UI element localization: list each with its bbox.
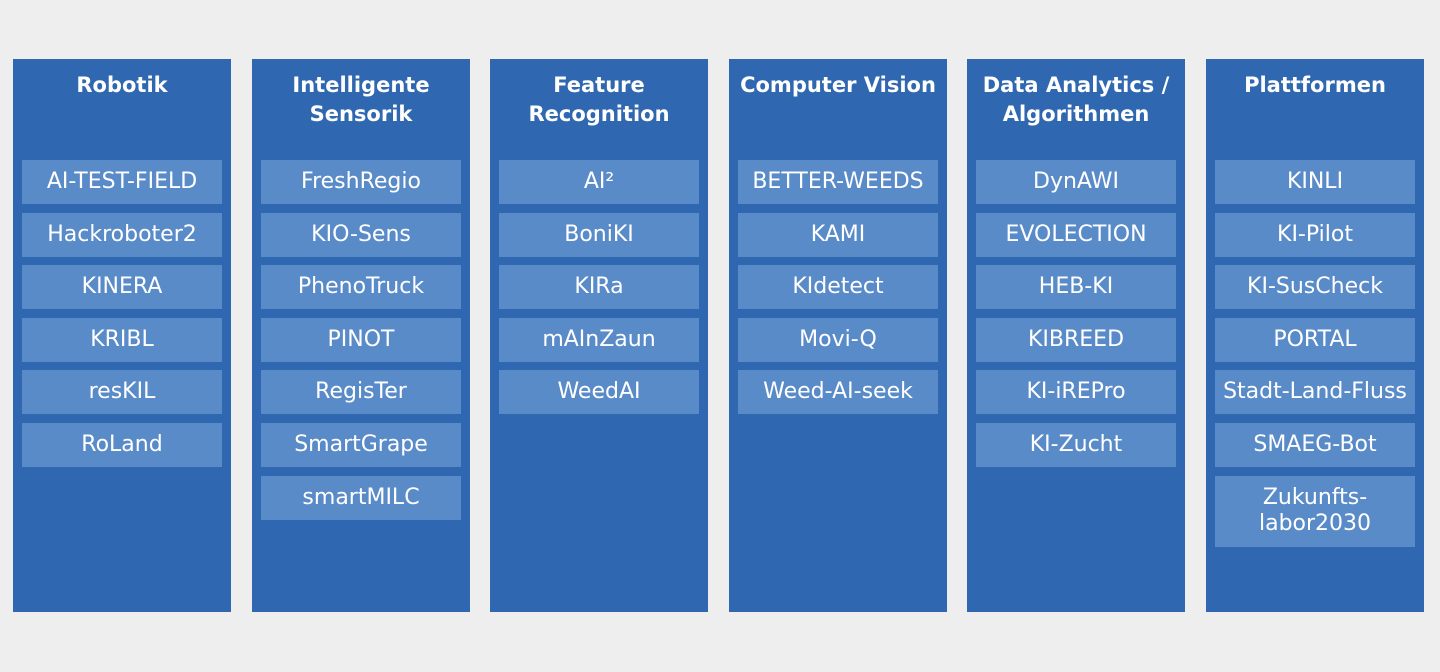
project-item: BoniKI bbox=[499, 212, 699, 257]
project-item: KI-SusCheck bbox=[1215, 265, 1415, 310]
project-item: KINERA bbox=[22, 265, 222, 310]
project-item: PINOT bbox=[261, 317, 461, 362]
project-item: KI-Zucht bbox=[976, 422, 1176, 467]
project-item: FreshRegio bbox=[261, 160, 461, 204]
project-list: KINLI KI-Pilot KI-SusCheck PORTAL Stadt-… bbox=[1215, 160, 1415, 555]
project-list: AI-TEST-FIELD Hackroboter2 KINERA KRIBL … bbox=[22, 160, 222, 476]
column-computer-vision: Computer Vision BETTER-WEEDS KAMI KIdete… bbox=[729, 59, 947, 612]
project-item: KAMI bbox=[738, 212, 938, 257]
project-item: HEB-KI bbox=[976, 265, 1176, 310]
project-item: KI-Pilot bbox=[1215, 212, 1415, 257]
column-title: Feature Recognition bbox=[528, 73, 670, 126]
project-item: Stadt-Land-Fluss bbox=[1215, 370, 1415, 415]
project-list: BETTER-WEEDS KAMI KIdetect Movi-Q Weed-A… bbox=[738, 160, 938, 423]
column-title: Robotik bbox=[76, 73, 168, 97]
project-item: PORTAL bbox=[1215, 317, 1415, 362]
project-item: EVOLECTION bbox=[976, 212, 1176, 257]
project-item: resKIL bbox=[22, 370, 222, 415]
column-title: Intelligente Sensorik bbox=[292, 73, 430, 126]
project-item: KIO-Sens bbox=[261, 212, 461, 257]
project-item: AI² bbox=[499, 160, 699, 204]
project-item: KRIBL bbox=[22, 317, 222, 362]
column-plattformen: Plattformen KINLI KI-Pilot KI-SusCheck P… bbox=[1206, 59, 1424, 612]
project-item: PhenoTruck bbox=[261, 265, 461, 310]
project-item: KIBREED bbox=[976, 317, 1176, 362]
column-title: Data Analytics / Algorithmen bbox=[982, 73, 1170, 126]
project-item: WeedAI bbox=[499, 370, 699, 415]
column-intelligente-sensorik: Intelligente Sensorik FreshRegio KIO-Sen… bbox=[252, 59, 470, 612]
project-item: RegisTer bbox=[261, 370, 461, 415]
project-list: AI² BoniKI KIRa mAInZaun WeedAI bbox=[499, 160, 699, 423]
project-item: Movi-Q bbox=[738, 317, 938, 362]
category-board: Robotik AI-TEST-FIELD Hackroboter2 KINER… bbox=[13, 59, 1424, 612]
project-list: FreshRegio KIO-Sens PhenoTruck PINOT Reg… bbox=[261, 160, 461, 528]
project-item: Weed-AI-seek bbox=[738, 370, 938, 415]
column-title: Computer Vision bbox=[740, 73, 936, 97]
project-item: DynAWI bbox=[976, 160, 1176, 204]
project-item: AI-TEST-FIELD bbox=[22, 160, 222, 204]
column-title: Plattformen bbox=[1244, 73, 1386, 97]
project-item: RoLand bbox=[22, 422, 222, 467]
project-item: Hackroboter2 bbox=[22, 212, 222, 257]
column-robotik: Robotik AI-TEST-FIELD Hackroboter2 KINER… bbox=[13, 59, 231, 612]
project-list: DynAWI EVOLECTION HEB-KI KIBREED KI-iREP… bbox=[976, 160, 1176, 476]
project-item: KIRa bbox=[499, 265, 699, 310]
project-item: KIdetect bbox=[738, 265, 938, 310]
project-item: KINLI bbox=[1215, 160, 1415, 204]
project-item: SMAEG-Bot bbox=[1215, 422, 1415, 467]
project-item: KI-iREPro bbox=[976, 370, 1176, 415]
column-feature-recognition: Feature Recognition AI² BoniKI KIRa mAIn… bbox=[490, 59, 708, 612]
project-item: BETTER-WEEDS bbox=[738, 160, 938, 204]
project-item: smartMILC bbox=[261, 475, 461, 520]
column-data-analytics: Data Analytics / Algorithmen DynAWI EVOL… bbox=[967, 59, 1185, 612]
project-item: Zukunfts- labor2030 bbox=[1215, 475, 1415, 547]
project-item: mAInZaun bbox=[499, 317, 699, 362]
project-item: SmartGrape bbox=[261, 422, 461, 467]
